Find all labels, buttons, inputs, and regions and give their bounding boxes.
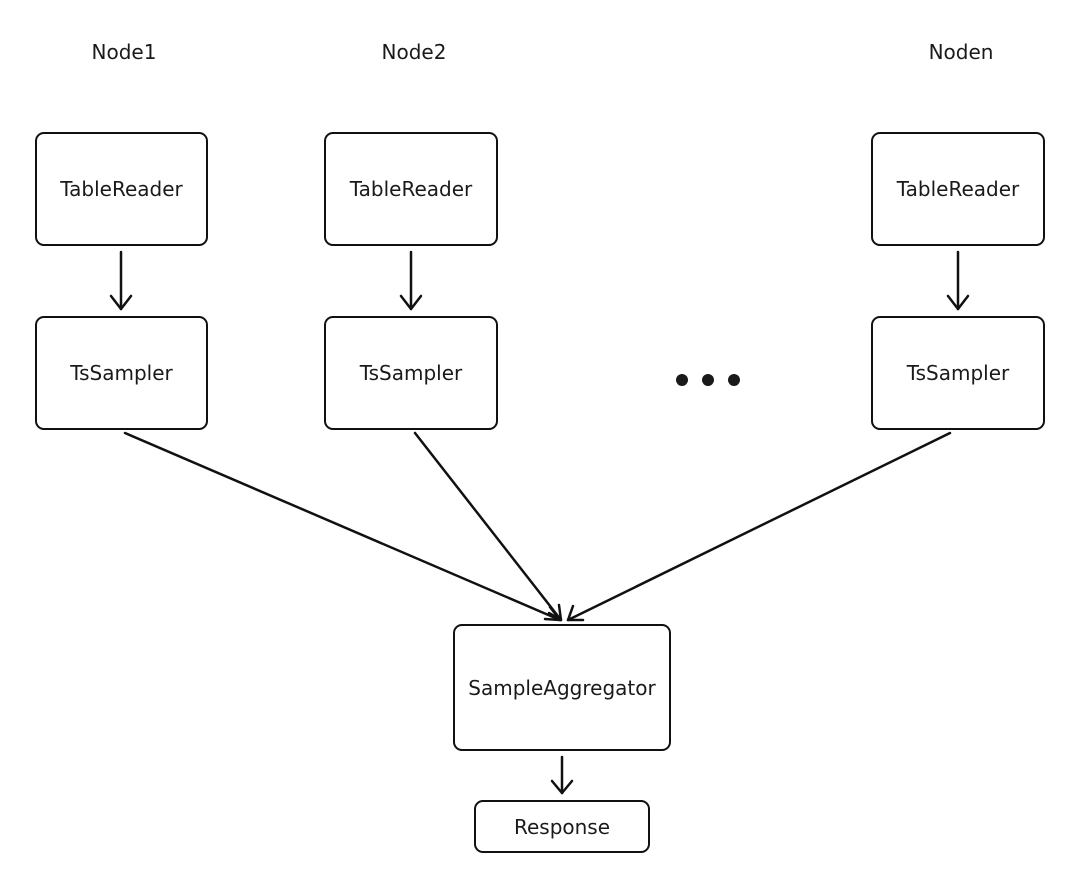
- node1-label: Node1: [91, 40, 157, 64]
- arrowhead-node1-sampler: [109, 294, 133, 311]
- ellipsis-dot: [702, 374, 714, 386]
- node2-ts-sampler-box: TsSampler: [324, 316, 498, 430]
- noden-table-reader-box: TableReader: [871, 132, 1045, 246]
- arrow-noden-sampler-to-aggregator: [566, 431, 952, 622]
- arrowhead-node2-aggregator: [547, 603, 563, 622]
- noden-ts-sampler-box: TsSampler: [871, 316, 1045, 430]
- arrowhead-response: [550, 779, 574, 795]
- noden-label: Noden: [928, 40, 994, 64]
- ellipsis-more-nodes: [676, 372, 740, 388]
- node2-table-reader-box: TableReader: [324, 132, 498, 246]
- node1-ts-sampler-box: TsSampler: [35, 316, 208, 430]
- arrow-node1-sampler-to-aggregator: [123, 431, 562, 622]
- arrowhead-node2-sampler: [399, 294, 423, 311]
- arrowhead-noden-sampler: [946, 294, 970, 311]
- arrow-node2-sampler-to-aggregator: [413, 431, 563, 622]
- node2-label: Node2: [381, 40, 447, 64]
- arrowhead-noden-aggregator: [566, 604, 585, 622]
- response-box: Response: [474, 800, 650, 853]
- node1-table-reader-box: TableReader: [35, 132, 208, 246]
- ellipsis-dot: [728, 374, 740, 386]
- sample-aggregator-box: SampleAggregator: [453, 624, 671, 751]
- ellipsis-dot: [676, 374, 688, 386]
